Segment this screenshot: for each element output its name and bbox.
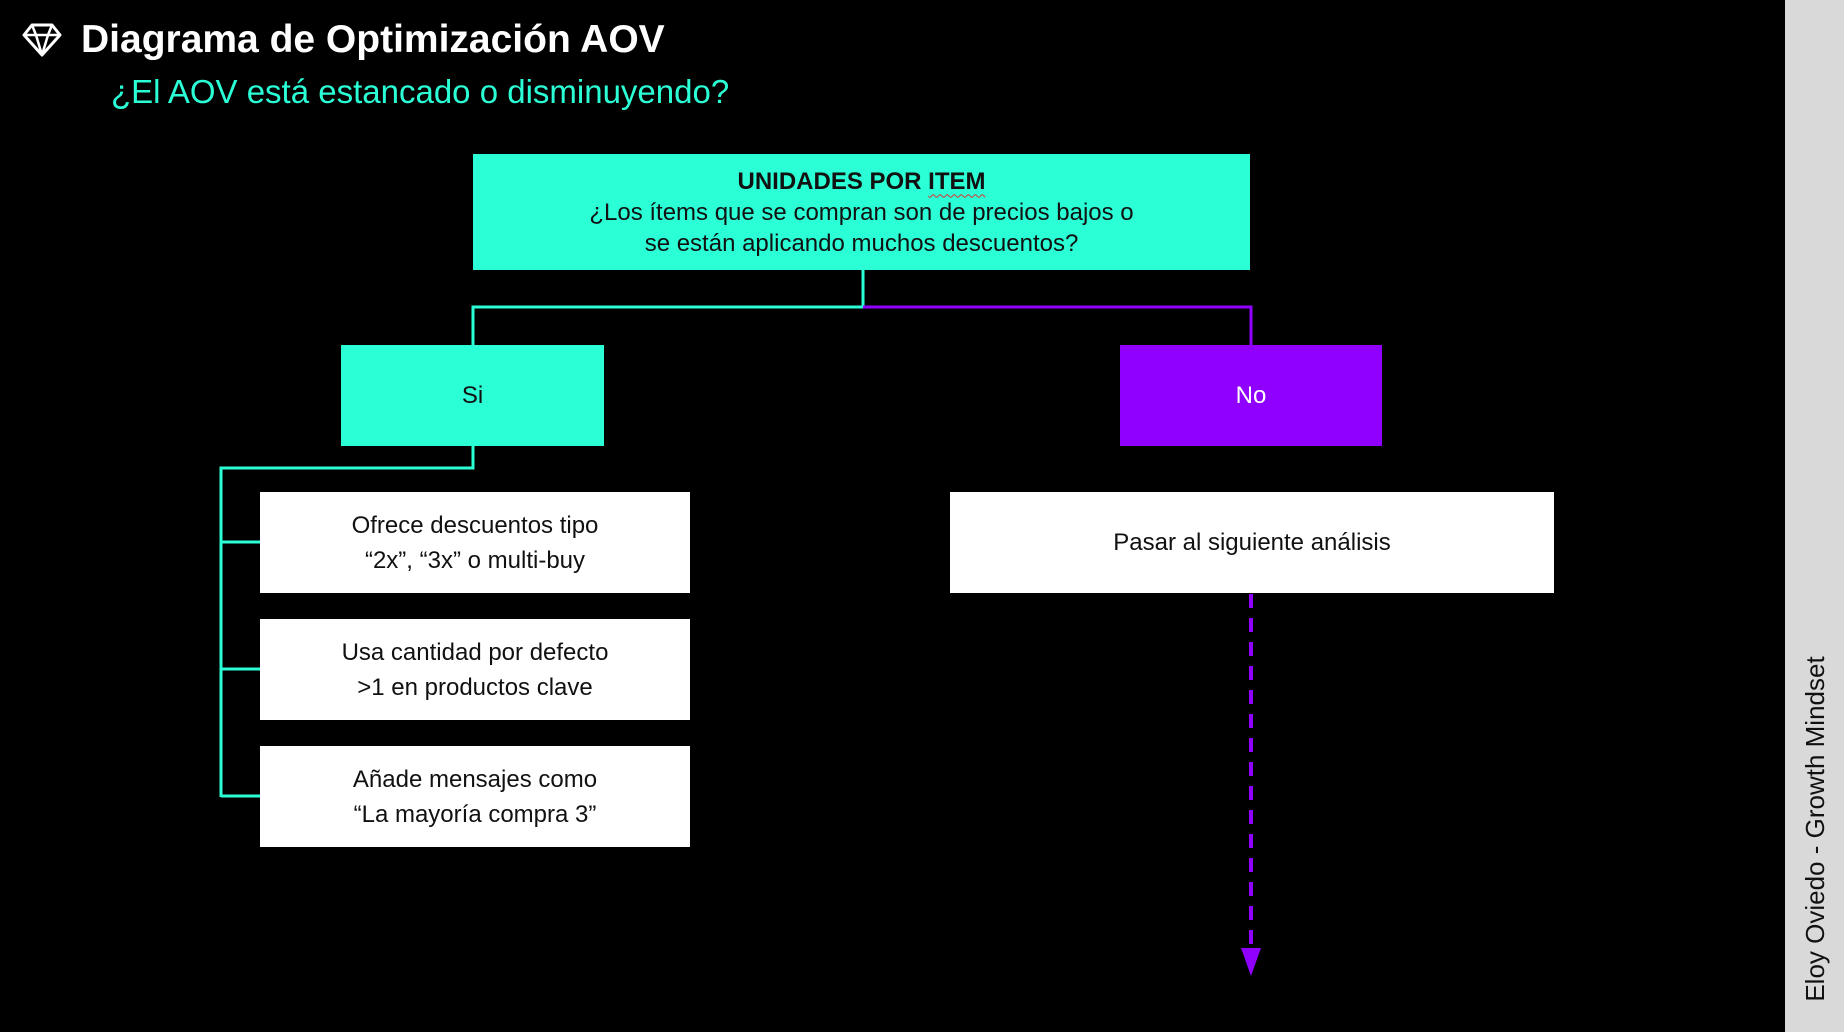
no-connector — [863, 305, 1253, 345]
page-title: Diagrama de Optimización AOV — [81, 18, 665, 61]
next-step-label: Pasar al siguiente análisis — [1113, 529, 1391, 556]
action-line-2: >1 en productos clave — [357, 673, 593, 701]
author-credit: Eloy Oviedo - Growth Mindset — [1799, 656, 1830, 1002]
root-question-box: UNIDADES POR ITEM ¿Los ítems que se comp… — [473, 154, 1250, 270]
root-question-line-1: ¿Los ítems que se compran son de precios… — [589, 198, 1134, 226]
action-line-1: Usa cantidad por defecto — [341, 638, 609, 666]
action-line-1: Añade mensajes como — [352, 765, 598, 793]
root-title-marked-word: ITEM — [928, 167, 986, 195]
next-step-dashed-arrow — [1241, 594, 1261, 976]
action-line-2: “La mayoría compra 3” — [353, 800, 597, 828]
root-question-line-2: se están aplicando muchos descuentos? — [644, 229, 1079, 257]
root-title: UNIDADES POR ITEM — [737, 166, 985, 197]
next-step-box: Pasar al siguiente análisis — [950, 492, 1554, 593]
page-subtitle: ¿El AOV está estancado o disminuyendo? — [111, 73, 730, 110]
action-line-1: Ofrece descuentos tipo — [351, 511, 599, 539]
action-bracket — [219, 446, 475, 798]
yes-box: Si — [341, 345, 604, 446]
action-box-social-proof: Añade mensajes como “La mayoría compra 3… — [260, 746, 690, 847]
no-label: No — [1235, 382, 1267, 409]
diamond-icon — [22, 23, 62, 57]
no-box: No — [1120, 345, 1382, 446]
yes-label: Si — [461, 382, 484, 409]
action-box-multibuy: Ofrece descuentos tipo “2x”, “3x” o mult… — [260, 492, 690, 593]
yes-connector — [471, 270, 865, 345]
root-title-prefix: UNIDADES POR — [737, 167, 929, 195]
action-box-default-quantity: Usa cantidad por defecto >1 en productos… — [260, 619, 690, 720]
action-line-2: “2x”, “3x” o multi-buy — [364, 546, 586, 574]
side-panel: Eloy Oviedo - Growth Mindset — [1785, 0, 1844, 1032]
